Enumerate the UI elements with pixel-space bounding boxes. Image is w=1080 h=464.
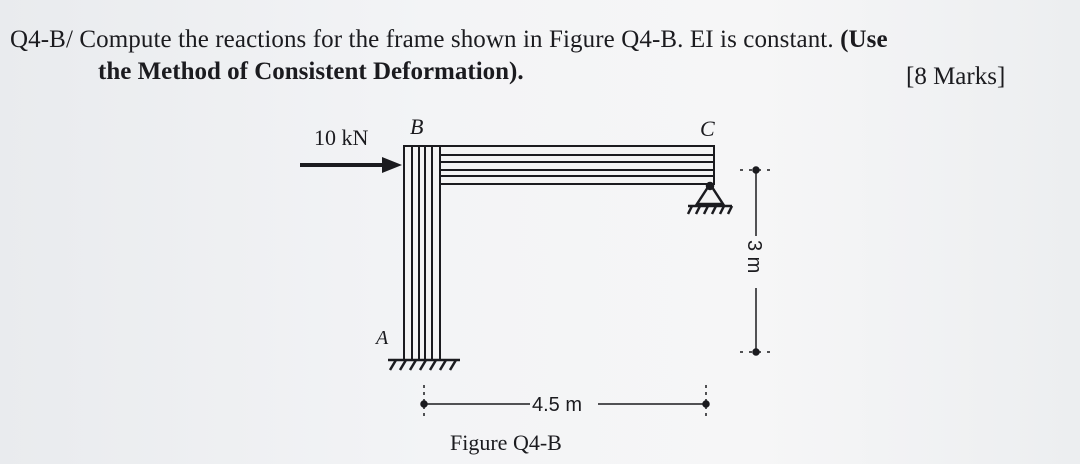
question-line-1: Q4-B/ Compute the reactions for the fram…: [10, 26, 888, 54]
load-label: 10 kN: [314, 125, 369, 150]
vertical-dimension-label: 3 m: [743, 240, 765, 273]
question-text: Compute the reactions for the frame show…: [73, 26, 841, 53]
horizontal-dimension: [420, 385, 710, 416]
column-ab: [403, 145, 441, 361]
beam-bc: [403, 145, 715, 185]
question-line-2: the Method of Consistent Deformation).: [98, 58, 524, 85]
fixed-support-a: [388, 358, 460, 371]
vertical-dimension: [740, 166, 770, 356]
figure-caption: Figure Q4-B: [450, 430, 562, 455]
node-c-label: C: [700, 116, 715, 141]
marks-label: [8 Marks]: [906, 63, 1006, 90]
horizontal-dimension-label: 4.5 m: [532, 394, 582, 416]
question-text-bold: (Use: [840, 26, 888, 53]
load-arrow: [300, 157, 402, 173]
node-b-label: B: [410, 114, 423, 139]
node-a-label: A: [374, 327, 389, 349]
question-number: Q4-B/: [10, 26, 73, 53]
pin-support-c: [686, 181, 734, 215]
